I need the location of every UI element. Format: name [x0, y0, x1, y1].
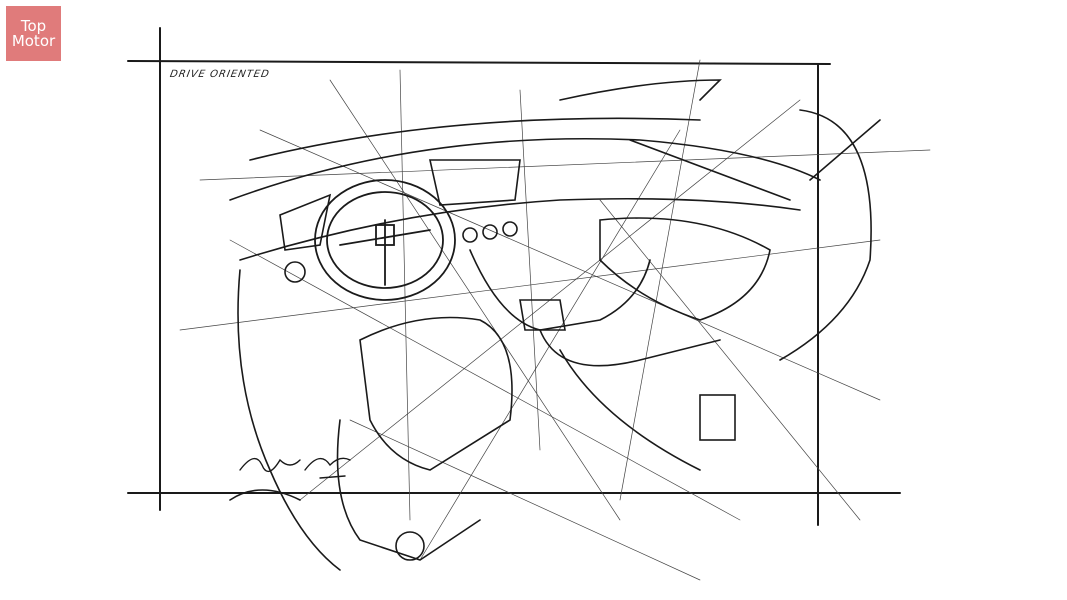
logo-line-1: Top	[20, 16, 47, 35]
construction-lines	[179, 59, 931, 581]
steering-wheel	[314, 179, 456, 301]
door-panels	[229, 109, 881, 571]
dashboard	[229, 79, 821, 283]
center-console	[469, 249, 736, 471]
frame-lines	[127, 27, 901, 526]
seats	[336, 217, 771, 561]
logo-line-2: Motor	[11, 31, 56, 50]
sketch-caption: DRIVE ORIENTED	[169, 69, 271, 80]
signature	[239, 457, 351, 479]
topmotor-logo: Top Motor	[6, 6, 61, 61]
